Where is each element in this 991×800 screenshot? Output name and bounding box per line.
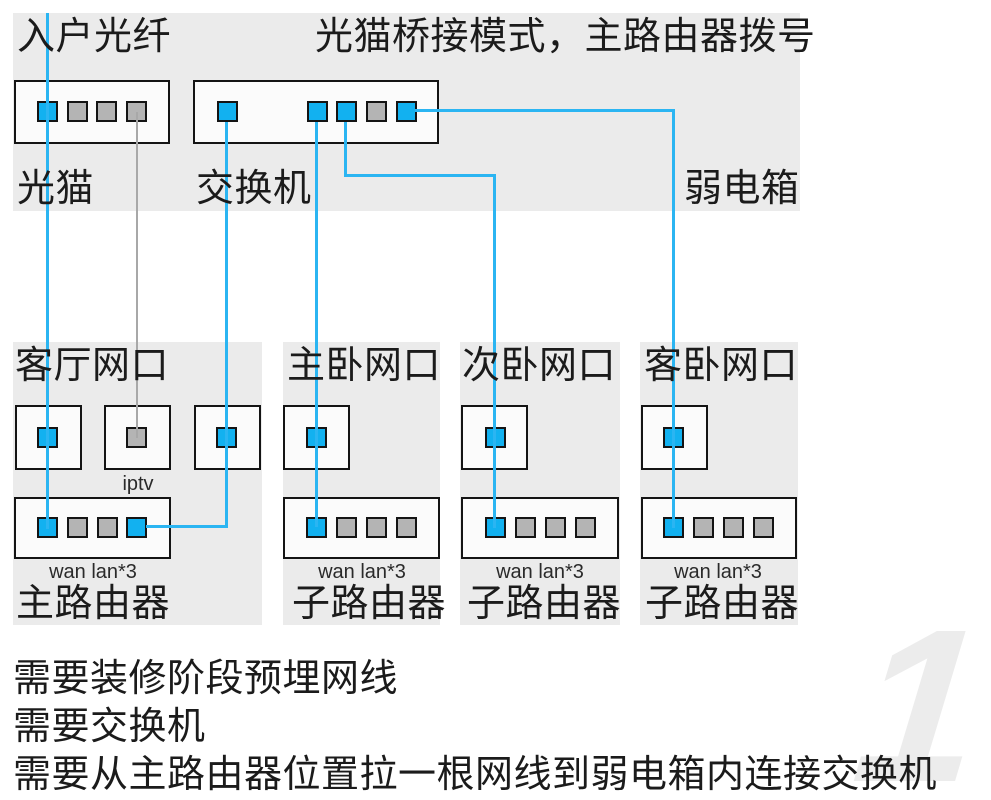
guest-router-port-caption: wan lan*3 [674,561,762,583]
note-line-3: 需要从主路由器位置拉一根网线到弱电箱内连接交换机 [13,754,938,796]
switch-port-3 [336,101,357,122]
living-room-label: 客厅网口 [15,345,170,387]
master-router-label: 子路由器 [292,583,447,625]
cable-switch-to-guest-jack-h [415,109,675,112]
second-router-lan2-port [545,517,566,538]
second-bedroom-panel [460,342,620,625]
guest-router-label: 子路由器 [645,583,800,625]
cable-switch-to-second-jack-v2 [493,174,496,528]
switch-port-5 [396,101,417,122]
guest-bedroom-panel [640,342,798,625]
modem-label: 光猫 [17,168,95,210]
note-line-2: 需要交换机 [13,706,206,748]
master-bedroom-panel [283,342,440,625]
modem-port-3 [96,101,117,122]
master-router-lan1-port [336,517,357,538]
cable-switch-to-guest-jack-v [672,109,675,528]
guest-router-lan1-port [693,517,714,538]
guest-router-lan2-port [723,517,744,538]
second-router-port-caption: wan lan*3 [496,561,584,583]
switch-port-1 [217,101,238,122]
second-bedroom-label: 次卧网口 [462,345,617,387]
main-router-lan3-port [126,517,147,538]
second-router-lan1-port [515,517,536,538]
main-router-label: 主路由器 [16,583,171,625]
cable-switch-to-living-jack-v [225,122,228,527]
master-router-lan2-port [366,517,387,538]
switch-port-4 [366,101,387,122]
cable-iptv [136,112,138,438]
modem-port-2 [67,101,88,122]
second-router-label: 子路由器 [467,583,622,625]
incoming-fiber-label: 入户光纤 [17,16,172,58]
master-router-port-caption: wan lan*3 [318,561,406,583]
cable-living-jack-to-router-lan-h [146,525,228,528]
cable-switch-to-second-jack-v1 [344,122,347,177]
second-router-lan3-port [575,517,596,538]
notes-block: 需要装修阶段预埋网线 需要交换机 需要从主路由器位置拉一根网线到弱电箱内连接交换… [13,655,937,799]
guest-router-lan3-port [753,517,774,538]
bridge-mode-label: 光猫桥接模式，主路由器拨号 [315,16,816,58]
guest-bedroom-label: 客卧网口 [644,345,799,387]
switch-port-2 [307,101,328,122]
iptv-label: iptv [122,473,154,495]
switch-label: 交换机 [196,168,312,210]
main-router-port-caption: wan lan*3 [49,561,137,583]
master-router-lan3-port [396,517,417,538]
master-bedroom-label: 主卧网口 [287,345,442,387]
cable-switch-to-second-jack-h [344,174,496,177]
cable-fiber-modem-router-wan [46,13,49,529]
weak-box-label: 弱电箱 [684,168,800,210]
note-line-1: 需要装修阶段预埋网线 [13,658,399,700]
cable-switch-to-master-jack [315,122,318,527]
main-router-lan2-port [97,517,118,538]
main-router-lan1-port [67,517,88,538]
